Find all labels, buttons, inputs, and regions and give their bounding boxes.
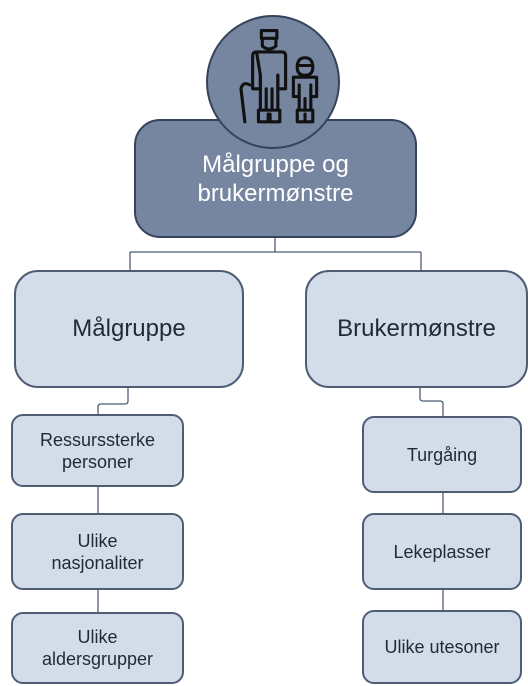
root-label-line-1: Målgruppe og <box>202 150 349 178</box>
leaf-label-line-1: Ressurssterke <box>39 429 156 450</box>
leaf-label-line-1: Ulike <box>77 627 118 647</box>
leaf-lekeplasser: Lekeplasser <box>362 513 522 590</box>
leaf-label-line-2: aldersgrupper <box>41 649 154 669</box>
leaf-label-line-2: personer <box>61 451 134 472</box>
leaf-label: Turgåing <box>406 444 478 465</box>
leaf-ulike-utesoner: Ulike utesoner <box>362 610 522 684</box>
leaf-ulike-nasjonaliter: Ulike nasjonaliter <box>11 513 184 590</box>
leaf-label-line-1: Ulike <box>77 530 118 551</box>
branch-brukermonstre: Brukermønstre <box>305 270 528 388</box>
leaf-ulike-aldersgrupper: Ulike aldersgrupper <box>11 612 184 684</box>
root-label-line-2: brukermønstre <box>197 179 354 207</box>
leaf-label: Lekeplasser <box>393 541 491 562</box>
branch-label: Brukermønstre <box>337 315 496 342</box>
leaf-ressurssterke-personer: Ressurssterke personer <box>11 414 184 487</box>
people-icon <box>206 15 340 149</box>
branch-label: Målgruppe <box>72 315 186 342</box>
leaf-turgaing: Turgåing <box>362 416 522 493</box>
leaf-label: Ulike utesoner <box>384 637 500 657</box>
branch-malgruppe: Målgruppe <box>14 270 244 388</box>
leaf-label-line-2: nasjonaliter <box>51 552 144 573</box>
